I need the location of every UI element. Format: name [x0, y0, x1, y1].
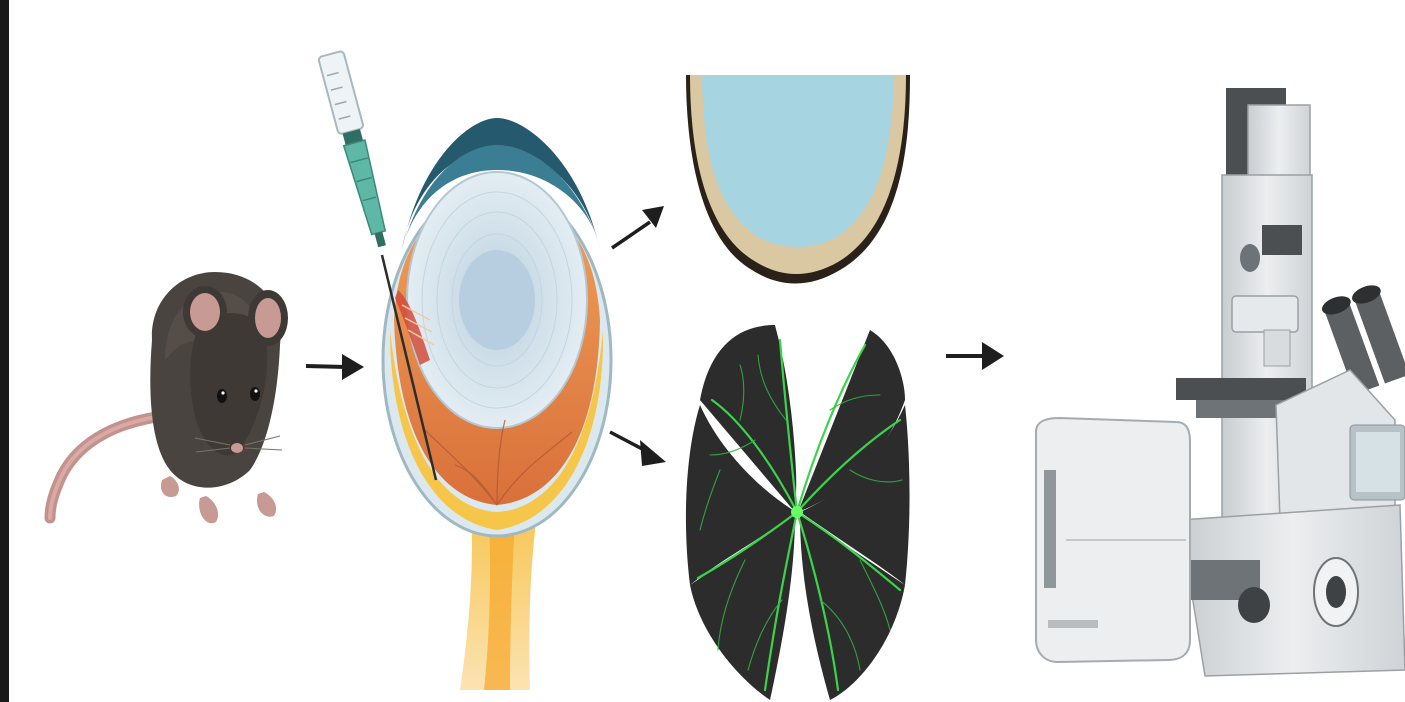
mouse-icon: [50, 272, 288, 523]
microscope-icon: [1036, 88, 1405, 676]
arrow-right-icon: [946, 342, 1004, 370]
arrow-right-icon: [306, 354, 364, 380]
arrow-down-right-icon: [610, 432, 666, 466]
retina-flatmount-icon: [686, 321, 910, 700]
arrow-up-right-icon: [612, 206, 664, 248]
eye-injection-icon: [318, 51, 611, 690]
eyecup-section-icon: [686, 75, 910, 284]
